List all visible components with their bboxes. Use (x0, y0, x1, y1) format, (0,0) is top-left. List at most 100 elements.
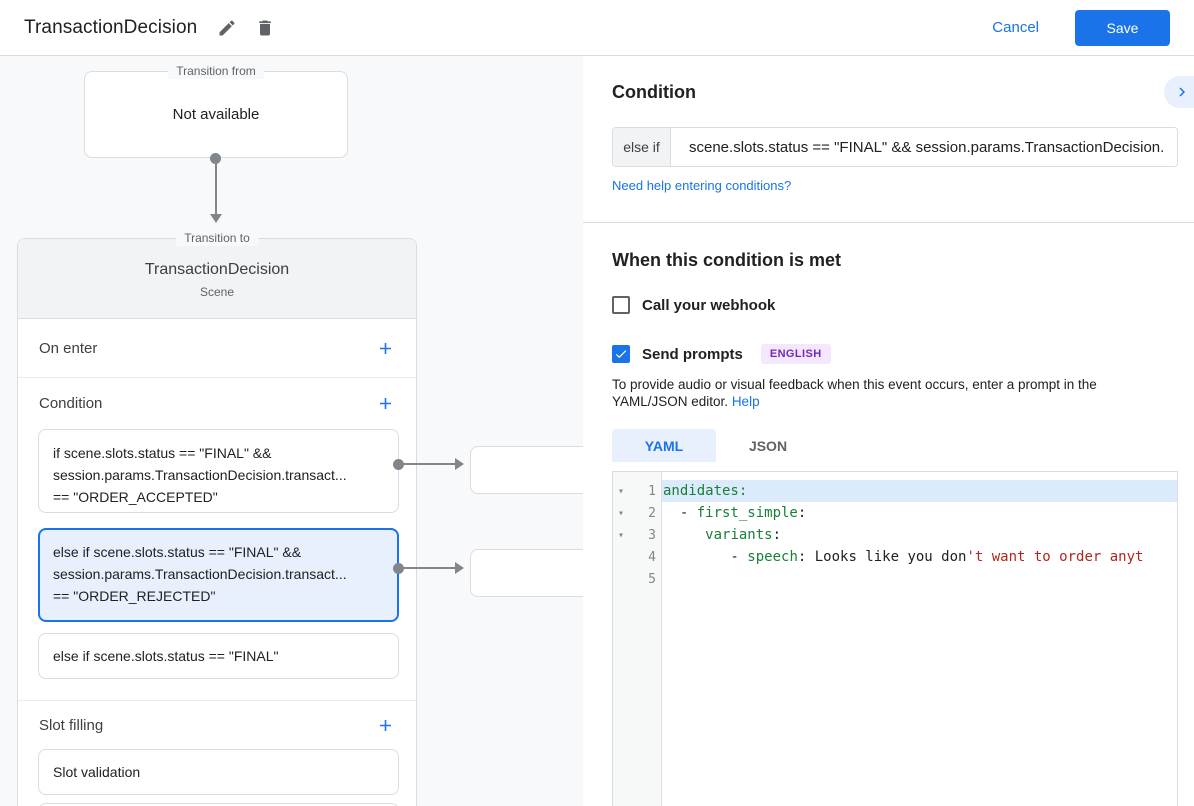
yaml-key: speech (747, 549, 798, 565)
connector-dot (210, 153, 221, 164)
condition-detail-panel: Condition else if Need help entering con… (583, 56, 1194, 806)
call-webhook-checkbox[interactable] (612, 296, 630, 314)
on-enter-section: On enter (18, 319, 416, 378)
yaml-indent (663, 527, 705, 543)
condition-help-link[interactable]: Need help entering conditions? (612, 178, 792, 193)
condition-card-line: session.params.TransactionDecision.trans… (53, 566, 347, 582)
scene-card-header[interactable]: TransactionDecision Scene (18, 239, 416, 319)
arrow-right-icon (455, 458, 464, 470)
connector-dot (393, 563, 404, 574)
condition-expression-row: else if (612, 127, 1178, 167)
fold-arrow-icon[interactable]: ▾ (617, 529, 625, 541)
top-bar: TransactionDecision Cancel Save (0, 0, 1194, 56)
editor-code-area[interactable]: andidates: - first_simple: variants: - s… (662, 472, 1177, 806)
tab-yaml[interactable]: YAML (612, 429, 716, 462)
transition-target-box[interactable] (470, 446, 583, 494)
prompts-description: To provide audio or visual feedback when… (612, 376, 1172, 410)
yaml-indent: - (663, 549, 748, 565)
transition-to-legend: Transition to (176, 231, 258, 246)
arrow-right-icon (455, 562, 464, 574)
transition-to-panel: Transition to TransactionDecision Scene … (17, 231, 417, 806)
edit-scene-button[interactable] (211, 12, 243, 44)
condition-card-line: if scene.slots.status == "FINAL" && (53, 445, 272, 461)
code-line-3: variants: (662, 524, 1177, 546)
editor-tabs: YAML JSON (612, 429, 820, 462)
slot-filling-label: Slot filling (39, 716, 104, 734)
scene-card-title: TransactionDecision (144, 261, 290, 278)
scene-title: TransactionDecision (24, 16, 198, 38)
yaml-key: variants (705, 527, 773, 543)
call-webhook-row: Call your webhook (612, 296, 775, 314)
line-number: 3 (648, 527, 656, 543)
code-line-1: andidates: (662, 480, 1177, 502)
gutter-row: 5 (613, 568, 661, 590)
on-enter-label: On enter (39, 339, 98, 357)
cancel-button[interactable]: Cancel (992, 19, 1039, 36)
yaml-key: andidates: (663, 483, 748, 499)
condition-section-label: Condition (39, 395, 103, 412)
transition-from-box[interactable]: Transition from Not available (84, 64, 348, 158)
condition-card-line: else if scene.slots.status == "FINAL" && (53, 544, 302, 560)
editor-gutter: ▾ 1 ▾ 2 ▾ 3 4 5 (613, 472, 662, 806)
yaml-string: 't want to order anyt (966, 549, 1144, 565)
call-webhook-label: Call your webhook (642, 296, 776, 314)
line-number: 4 (648, 549, 656, 565)
collapse-panel-button[interactable] (1164, 76, 1194, 108)
tab-json[interactable]: JSON (748, 437, 788, 454)
when-condition-met-title: When this condition is met (612, 250, 841, 270)
condition-card-line: else if scene.slots.status == "FINAL" (53, 648, 279, 664)
yaml-colon: : (797, 505, 807, 521)
connector-line (215, 160, 217, 216)
connector-line (402, 463, 456, 465)
chevron-right-icon (1173, 83, 1191, 101)
line-number: 1 (648, 483, 656, 499)
help-link[interactable]: Help (731, 394, 760, 409)
condition-card-line: == "ORDER_ACCEPTED" (53, 489, 218, 505)
condition-card-rejected-selected[interactable]: else if scene.slots.status == "FINAL" &&… (38, 528, 399, 622)
gutter-row: ▾ 3 (613, 524, 661, 546)
code-line-2: - first_simple: (662, 502, 1177, 524)
delete-scene-button[interactable] (249, 12, 281, 44)
transition-target-box[interactable] (470, 549, 583, 597)
plus-icon (376, 394, 395, 413)
send-prompts-row: Send prompts ENGLISH (612, 344, 831, 364)
condition-card-line: session.params.TransactionDecision.trans… (53, 467, 347, 483)
connector-dot (393, 459, 404, 470)
save-button[interactable]: Save (1075, 9, 1170, 46)
fold-arrow-icon[interactable]: ▾ (617, 507, 625, 519)
send-prompts-checkbox[interactable] (612, 345, 630, 363)
line-number: 2 (648, 505, 656, 521)
plus-icon (376, 716, 395, 735)
condition-expression-input[interactable] (671, 128, 1177, 166)
flow-canvas: Transition from Not available Transition… (0, 56, 583, 806)
yaml-key: first_simple (696, 505, 798, 521)
language-badge: ENGLISH (760, 344, 831, 364)
yaml-value: Looks like you don (814, 549, 967, 565)
panel-divider (583, 222, 1194, 223)
condition-card-accepted[interactable]: if scene.slots.status == "FINAL" && sess… (38, 429, 399, 513)
add-condition-button[interactable] (376, 394, 395, 413)
code-line-4: - speech: Looks like you don't want to o… (662, 546, 1177, 568)
slot-filling-section-header: Slot filling (18, 701, 416, 749)
arrow-down-icon (210, 214, 222, 223)
plus-icon (376, 339, 395, 358)
add-on-enter-button[interactable] (376, 339, 395, 358)
transition-from-legend: Transition from (168, 64, 264, 79)
code-line-5 (662, 568, 1177, 590)
section-divider (18, 700, 416, 701)
condition-section-header: Condition (18, 378, 416, 429)
gutter-row: 4 (613, 546, 661, 568)
slot-validation-card[interactable]: Slot validation (38, 749, 399, 795)
yaml-colon: : (797, 549, 815, 565)
pencil-icon (217, 18, 237, 38)
slot-card-label: Slot validation (53, 764, 141, 780)
yaml-colon: : (772, 527, 782, 543)
fold-arrow-icon[interactable]: ▾ (617, 485, 625, 497)
condition-card-final[interactable]: else if scene.slots.status == "FINAL" (38, 633, 399, 679)
yaml-editor[interactable]: ▾ 1 ▾ 2 ▾ 3 4 5 andidates: - first_simp (612, 471, 1178, 806)
yaml-indent: - (663, 505, 697, 521)
line-number: 5 (648, 571, 656, 587)
checkmark-icon (614, 347, 628, 361)
gutter-row: ▾ 2 (613, 502, 661, 524)
add-slot-button[interactable] (376, 716, 395, 735)
